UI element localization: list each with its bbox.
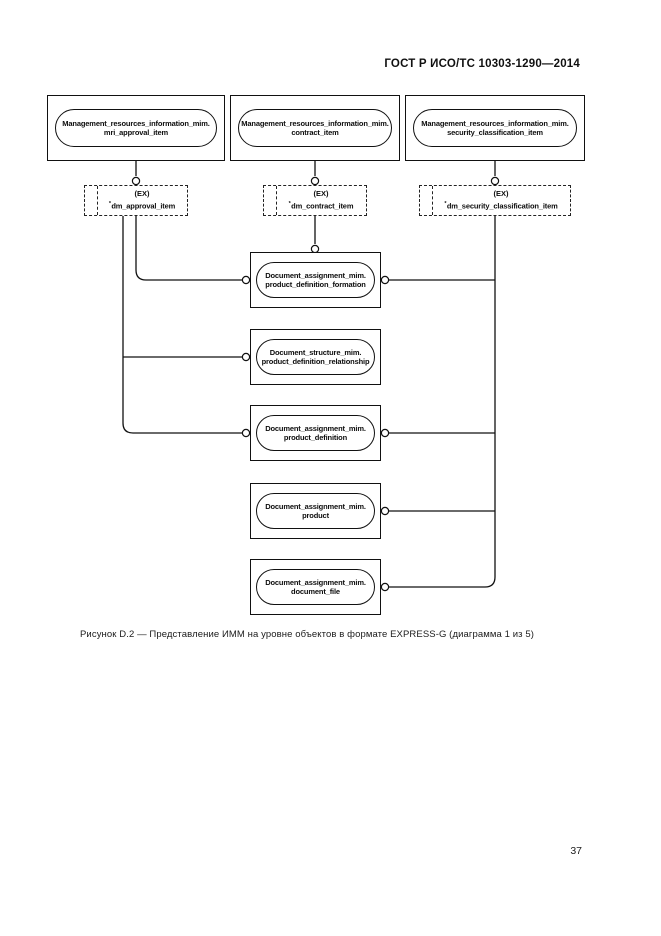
interschema-reference-security: Management_resources_information_mim. se… <box>413 109 577 147</box>
entity-name: security_classification_item <box>447 128 543 137</box>
connector <box>122 216 242 434</box>
select-name-text: dm_approval_item <box>111 201 176 211</box>
ref-product-box: Document_assignment_mim. product <box>250 483 381 539</box>
select-divider <box>432 186 433 215</box>
ref-marker: * <box>444 201 447 208</box>
ref-marker: * <box>288 201 291 208</box>
top-ref-approval-box: Management_resources_information_mim. mr… <box>47 95 225 161</box>
schema-name: Document_structure_mim. <box>269 347 362 357</box>
select-name: *dm_security_classification_item <box>444 199 557 212</box>
entity-name: product_definition <box>283 433 348 442</box>
select-divider <box>276 186 277 215</box>
ref-document-file-box: Document_assignment_mim. document_file <box>250 559 381 615</box>
schema-name: Management_resources_information_mim. <box>241 118 389 128</box>
entity-name: mri_approval_item <box>103 128 169 137</box>
interschema-reference-pd: Document_assignment_mim. product_definit… <box>256 415 375 451</box>
figure-caption: Рисунок D.2 — Представление ИММ на уровн… <box>80 629 534 640</box>
ref-product-definition-formation-box: Document_assignment_mim. product_definit… <box>250 252 381 308</box>
express-g-diagram: Management_resources_information_mim. mr… <box>47 95 585 615</box>
entity-name: contract_item <box>291 128 339 137</box>
interschema-reference-product: Document_assignment_mim. product <box>256 493 375 529</box>
select-name: *dm_contract_item <box>289 199 354 212</box>
select-dm-security-classification-item: (EX) *dm_security_classification_item <box>419 185 571 216</box>
connection-circles <box>131 176 500 592</box>
entity-name: document_file <box>291 587 340 596</box>
ref-marker: * <box>108 201 111 208</box>
connector <box>389 216 496 588</box>
connector <box>135 216 242 281</box>
extensible-tag: (EX) <box>134 189 150 199</box>
schema-name: Document_assignment_mim. <box>265 501 366 511</box>
entity-name: product_definition_relationship <box>261 357 370 366</box>
select-dm-contract-item: (EX) *dm_contract_item <box>263 185 367 216</box>
select-name-text: dm_security_classification_item <box>446 201 558 211</box>
schema-name: Document_assignment_mim. <box>265 423 366 433</box>
page-number: 37 <box>570 845 582 857</box>
select-name-text: dm_contract_item <box>291 201 354 211</box>
schema-name: Management_resources_information_mim. <box>421 118 569 128</box>
entity-name: product <box>302 511 329 520</box>
entity-name: product_definition_formation <box>265 280 366 289</box>
document-header: ГОСТ Р ИСО/ТС 10303-1290—2014 <box>384 58 580 70</box>
top-ref-contract-box: Management_resources_information_mim. co… <box>230 95 400 161</box>
interschema-reference-pdf: Document_assignment_mim. product_definit… <box>256 262 375 298</box>
extensible-tag: (EX) <box>313 189 329 199</box>
schema-name: Document_assignment_mim. <box>265 577 366 587</box>
interschema-reference-contract: Management_resources_information_mim. co… <box>238 109 392 147</box>
schema-name: Management_resources_information_mim. <box>62 118 210 128</box>
interschema-reference-approval: Management_resources_information_mim. mr… <box>55 109 217 147</box>
ref-product-definition-box: Document_assignment_mim. product_definit… <box>250 405 381 461</box>
extensible-tag: (EX) <box>493 189 509 199</box>
select-divider <box>97 186 98 215</box>
interschema-reference-pdr: Document_structure_mim. product_definiti… <box>256 339 375 375</box>
connector-lines <box>122 161 500 592</box>
interschema-reference-document-file: Document_assignment_mim. document_file <box>256 569 375 605</box>
ref-product-definition-relationship-box: Document_structure_mim. product_definiti… <box>250 329 381 385</box>
schema-name: Document_assignment_mim. <box>265 270 366 280</box>
top-ref-security-box: Management_resources_information_mim. se… <box>405 95 585 161</box>
select-dm-approval-item: (EX) *dm_approval_item <box>84 185 188 216</box>
select-name: *dm_approval_item <box>108 199 176 212</box>
